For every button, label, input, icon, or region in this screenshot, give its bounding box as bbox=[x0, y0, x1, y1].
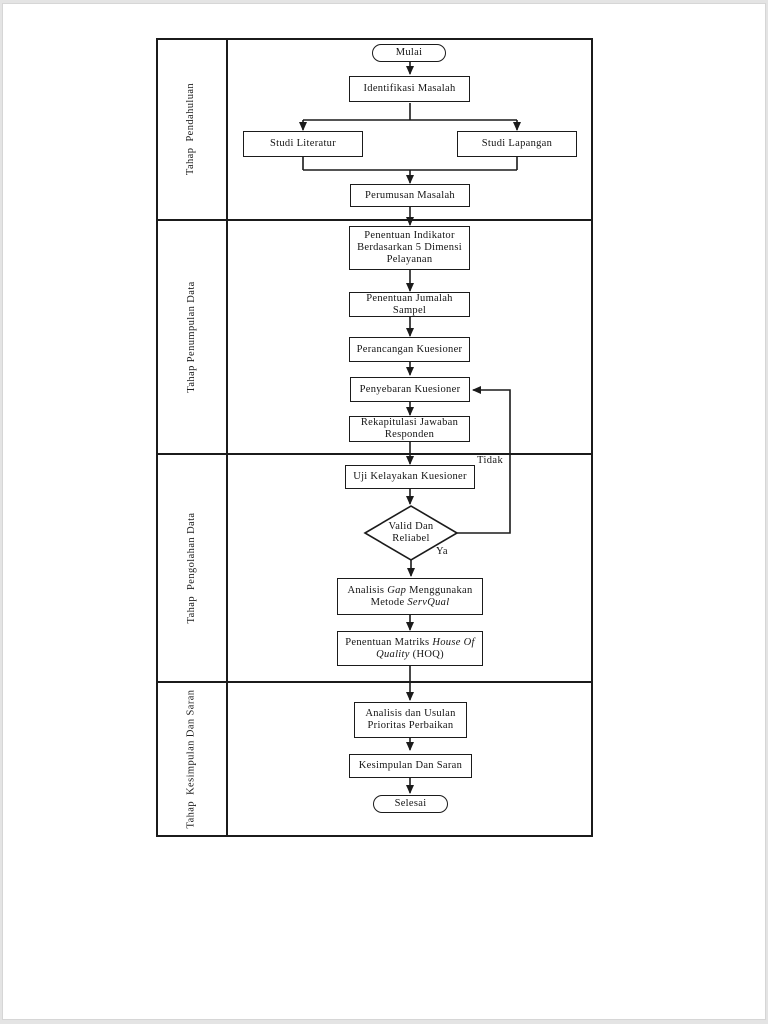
node-penyebaran-kuesioner: Penyebaran Kuesioner bbox=[350, 377, 470, 402]
node-kesimpulan-saran: Kesimpulan Dan Saran bbox=[349, 754, 472, 778]
node-penentuan-jumlah-sampel: Penentuan Jumalah Sampel bbox=[349, 292, 470, 317]
document-sheet bbox=[2, 3, 766, 1020]
row-divider-3 bbox=[156, 681, 593, 683]
node-perancangan-kuesioner: Perancangan Kuesioner bbox=[349, 337, 470, 362]
node-analisis-usulan-prioritas: Analisis dan Usulan Prioritas Perbaikan bbox=[354, 702, 467, 738]
node-uji-kelayakan-kuesioner: Uji Kelayakan Kuesioner bbox=[345, 465, 475, 489]
edge-label-tidak: Tidak bbox=[477, 455, 504, 466]
connector-lines bbox=[299, 61, 521, 794]
node-perumusan-masalah: Perumusan Masalah bbox=[350, 184, 470, 207]
node-studi-lapangan: Studi Lapangan bbox=[457, 131, 577, 157]
node-selesai: Selesai bbox=[373, 795, 448, 813]
row-divider-2 bbox=[156, 453, 593, 455]
edge-label-ya: Ya bbox=[436, 546, 448, 557]
node-identifikasi-masalah: Identifikasi Masalah bbox=[349, 76, 470, 102]
edge-merge-trunk bbox=[302, 157, 518, 171]
node-decision-valid-reliabel: Valid Dan Reliabel bbox=[388, 521, 434, 544]
decision-diamond-shape bbox=[363, 505, 459, 561]
row-divider-1 bbox=[156, 219, 593, 221]
node-mulai: Mulai bbox=[372, 44, 446, 62]
node-matriks-hoq: Penentuan Matriks House Of Quality (HOQ) bbox=[337, 631, 483, 666]
node-studi-literatur: Studi Literatur bbox=[243, 131, 363, 157]
node-penentuan-indikator: Penentuan Indikator Berdasarkan 5 Dimens… bbox=[349, 226, 470, 270]
stage-column-divider bbox=[226, 38, 228, 837]
edge-split-trunk bbox=[303, 103, 517, 121]
node-analisis-gap-servqual: Analisis Gap Menggunakan Metode ServQual bbox=[337, 578, 483, 615]
node-rekapitulasi-jawaban: Rekapitulasi Jawaban Responden bbox=[349, 416, 470, 442]
edge-tidak-feedback bbox=[457, 386, 511, 534]
flowchart-table-border bbox=[156, 38, 593, 837]
